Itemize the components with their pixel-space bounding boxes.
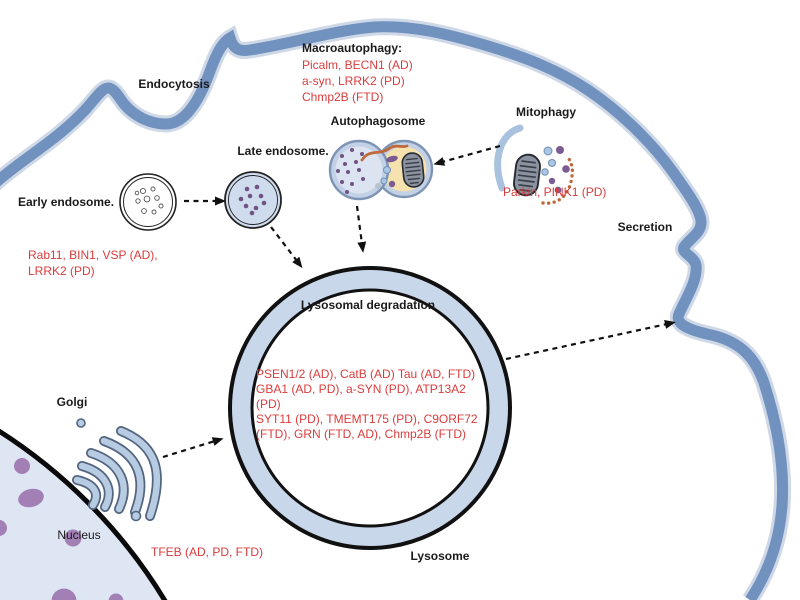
autophagosome-cargo-dots — [336, 148, 365, 194]
label-mitophagy: Mitophagy — [516, 105, 576, 119]
mitochondrion-icon — [400, 151, 426, 189]
gene-line: PSEN1/2 (AD), CatB (AD) Tau (AD, FTD) — [256, 367, 476, 381]
nucleus-graphic — [0, 428, 168, 600]
tfeb-gene: TFEB (AD, PD, FTD) — [151, 545, 263, 560]
gene-line: SYT11 (PD), TMEMT175 (PD), C9ORF72 — [256, 412, 478, 426]
endosome-genes: Rab11, BIN1, VSP (AD), LRRK2 (PD) — [28, 248, 158, 279]
arrow-late-endosome-to-lysosome — [270, 226, 303, 269]
macroautophagy-genes: Picalm, BECN1 (AD) a-syn, LRRK2 (PD) Chm… — [302, 57, 413, 105]
protein-bead-strand-icon — [541, 157, 575, 205]
arrow-mitophagy-to-autophagosome — [433, 144, 501, 166]
gene-line: GBA1 (AD, PD), a-SYN (PD), ATP13A2 — [256, 382, 466, 396]
plasma-membrane — [0, 18, 792, 600]
arrow-golgi-to-lysosome — [162, 437, 224, 459]
gene-line: a-syn, LRRK2 (PD) — [302, 74, 405, 88]
early-endosome-graphic — [119, 173, 177, 231]
lysosome-genes: PSEN1/2 (AD), CatB (AD) Tau (AD, FTD) GB… — [256, 367, 478, 442]
label-endocytosis: Endocytosis — [138, 77, 210, 91]
label-lysosome: Lysosome — [410, 549, 470, 563]
protein-strand-icon — [360, 144, 409, 162]
gene-line: Rab11, BIN1, VSP (AD), — [28, 248, 158, 262]
late-endosome-graphic — [224, 171, 282, 229]
gene-line: Parkin, PINK1 (PD) — [503, 185, 607, 199]
gene-line: (FTD), GRN (FTD, AD), Chmp2B (FTD) — [256, 427, 466, 441]
gene-line: Chmp2B (FTD) — [302, 90, 384, 104]
label-macroautophagy: Macroautophagy: — [302, 41, 403, 55]
label-nucleus: Nucleus — [57, 528, 101, 542]
arrow-autophagosome-to-lysosome — [355, 205, 367, 253]
phagophore-arc-icon — [494, 124, 524, 192]
autophagosome-graphic — [328, 139, 434, 201]
lysosome-graphic — [228, 266, 512, 550]
label-autophagosome: Autophagosome — [330, 114, 426, 128]
mitophagy-genes: Parkin, PINK1 (PD) — [503, 185, 606, 200]
pathway-arrows — [162, 144, 676, 459]
gene-line: TFEB (AD, PD, FTD) — [151, 545, 263, 559]
golgi-graphic — [72, 418, 162, 522]
chromatin-spots — [0, 458, 124, 600]
gene-line: (PD) — [256, 397, 281, 411]
label-late-endosome: Late endosome. — [237, 144, 329, 158]
label-golgi: Golgi — [56, 395, 88, 409]
gene-line: Picalm, BECN1 (AD) — [302, 58, 413, 72]
arrow-lysosome-to-secretion — [505, 320, 676, 361]
mitophagy-graphic — [494, 124, 575, 205]
label-secretion: Secretion — [617, 220, 673, 234]
label-early-endosome: Early endosome. — [18, 195, 115, 209]
gene-line: LRRK2 (PD) — [28, 263, 95, 278]
label-lysosomal-degradation: Lysosomal degradation — [300, 298, 436, 312]
